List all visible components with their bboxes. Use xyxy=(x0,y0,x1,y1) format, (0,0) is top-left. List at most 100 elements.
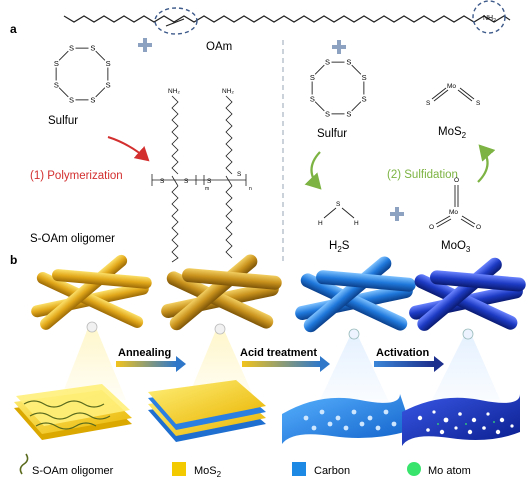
magnify-beam-1 xyxy=(60,328,126,400)
amine-highlight xyxy=(472,0,506,34)
step-label-activation: Activation xyxy=(376,347,429,359)
sulfur-ring-right: S S S S S S S S xyxy=(310,58,367,119)
legend-swatch-oligomer xyxy=(19,453,29,475)
moo3-label: MoO3 xyxy=(441,240,471,254)
mos2-molecule: Mo S S xyxy=(426,83,481,107)
svg-text:Mo: Mo xyxy=(447,83,456,90)
oligomer-structure xyxy=(151,95,247,263)
svg-text:Mo: Mo xyxy=(449,209,458,216)
sulfur-atom: S xyxy=(54,59,59,68)
svg-text:O: O xyxy=(429,224,434,231)
mos2-label: MoS2 xyxy=(438,126,467,140)
sulfur-atom: S xyxy=(54,80,59,89)
sulfur-label-right: Sulfur xyxy=(317,128,347,140)
panel-label-a: a xyxy=(10,22,17,36)
ring-bond xyxy=(95,50,106,61)
svg-text:S: S xyxy=(476,100,481,107)
double-bond xyxy=(165,18,185,27)
oam-label: OAm xyxy=(206,41,232,53)
polymerization-arrow xyxy=(107,136,150,162)
svg-text:S: S xyxy=(336,201,341,208)
sulfidation-label: (2) Sulfidation xyxy=(387,169,458,181)
nh2-label: NH2 xyxy=(483,15,496,24)
plus-icon xyxy=(138,38,152,52)
plus-icon xyxy=(332,40,346,54)
sulfidation-arrow-down xyxy=(304,151,322,190)
legend-swatch-mo-atom xyxy=(407,462,421,476)
sulfur-ring-left: S S S S S S S S xyxy=(54,44,111,105)
acid-treatment-arrow-head xyxy=(320,356,330,372)
magnify-beam-3 xyxy=(318,336,390,404)
sulfur-atom: S xyxy=(346,58,351,67)
oligomer-nh2-left: NH₂ xyxy=(168,88,180,95)
activation-arrow xyxy=(374,361,434,367)
polymerization-label: (1) Polymerization xyxy=(30,170,123,182)
h2s-label: H2S xyxy=(329,240,350,254)
oligomer-s-2: S xyxy=(184,178,189,185)
fiber-bundle-stage-4 xyxy=(409,257,526,340)
sulfur-atom: S xyxy=(325,58,330,67)
sulfur-atom: S xyxy=(310,73,315,82)
oligomer-sub-n: n xyxy=(249,186,252,192)
fiber-bundle-stage-3 xyxy=(295,256,416,340)
panel-label-b: b xyxy=(10,253,17,267)
sulfur-atom: S xyxy=(90,44,95,53)
sulfur-label-left: Sulfur xyxy=(48,115,78,127)
legend: S-OAm oligomer MoS2 Carbon Mo atom xyxy=(19,453,471,479)
ring-bond xyxy=(351,101,362,112)
sulfur-atom: S xyxy=(106,80,111,89)
magnify-beam-4 xyxy=(430,336,502,404)
layered-sheet-stage-1 xyxy=(14,384,132,440)
annealing-arrow xyxy=(116,361,176,367)
legend-label-mo-atom: Mo atom xyxy=(428,465,471,477)
step-label-acid-treatment: Acid treatment xyxy=(240,347,317,359)
fiber-bundle-stage-2 xyxy=(161,254,282,335)
porous-sheet-stage-3 xyxy=(282,394,412,444)
sulfur-atom: S xyxy=(69,95,74,104)
oligomer-s-1: S xyxy=(160,178,165,185)
ring-bond xyxy=(314,101,325,112)
legend-label-carbon: Carbon xyxy=(314,465,350,477)
ring-bond xyxy=(95,87,106,98)
ring-bond xyxy=(314,64,325,75)
oligomer-s-4: S xyxy=(237,171,242,178)
oleylamine-chain xyxy=(63,15,511,23)
sulfur-atom: S xyxy=(346,109,351,118)
sulfur-atom: S xyxy=(325,109,330,118)
moo3-molecule: O Mo O O xyxy=(429,177,481,231)
acid-treatment-arrow xyxy=(242,361,320,367)
fiber-bundle-stage-1 xyxy=(31,254,152,333)
activated-sheet-stage-4 xyxy=(402,394,520,446)
oligomer-s-3: S xyxy=(207,178,212,185)
oligomer-label: S-OAm oligomer xyxy=(30,233,115,245)
sulfur-atom: S xyxy=(69,44,74,53)
sulfur-atom: S xyxy=(362,73,367,82)
legend-swatch-carbon xyxy=(292,462,306,476)
sulfidation-arrow-up xyxy=(477,144,496,183)
svg-text:H: H xyxy=(318,220,323,227)
annealing-arrow-head xyxy=(176,356,186,372)
legend-label-oligomer: S-OAm oligomer xyxy=(32,465,114,477)
plus-icon xyxy=(390,207,404,221)
double-bond-highlight xyxy=(154,7,198,35)
step-label-annealing: Annealing xyxy=(118,347,171,359)
sulfur-atom: S xyxy=(106,59,111,68)
sulfur-atom: S xyxy=(362,94,367,103)
oligomer-nh2-right: NH₂ xyxy=(222,88,234,95)
ring-bond xyxy=(58,50,69,61)
legend-swatch-mos2 xyxy=(172,462,186,476)
svg-text:O: O xyxy=(476,224,481,231)
legend-label-mos2: MoS2 xyxy=(194,465,222,479)
activation-arrow-head xyxy=(434,356,444,372)
layered-sheet-stage-2 xyxy=(148,380,266,442)
sulfur-atom: S xyxy=(310,94,315,103)
h2s-molecule: S H H xyxy=(318,201,359,227)
svg-text:S: S xyxy=(426,100,431,107)
svg-text:H: H xyxy=(354,220,359,227)
sulfur-atom: S xyxy=(90,95,95,104)
ring-bond xyxy=(351,64,362,75)
ring-bond xyxy=(58,87,69,98)
svg-text:O: O xyxy=(454,177,459,184)
oligomer-sub-m: m xyxy=(205,186,209,192)
